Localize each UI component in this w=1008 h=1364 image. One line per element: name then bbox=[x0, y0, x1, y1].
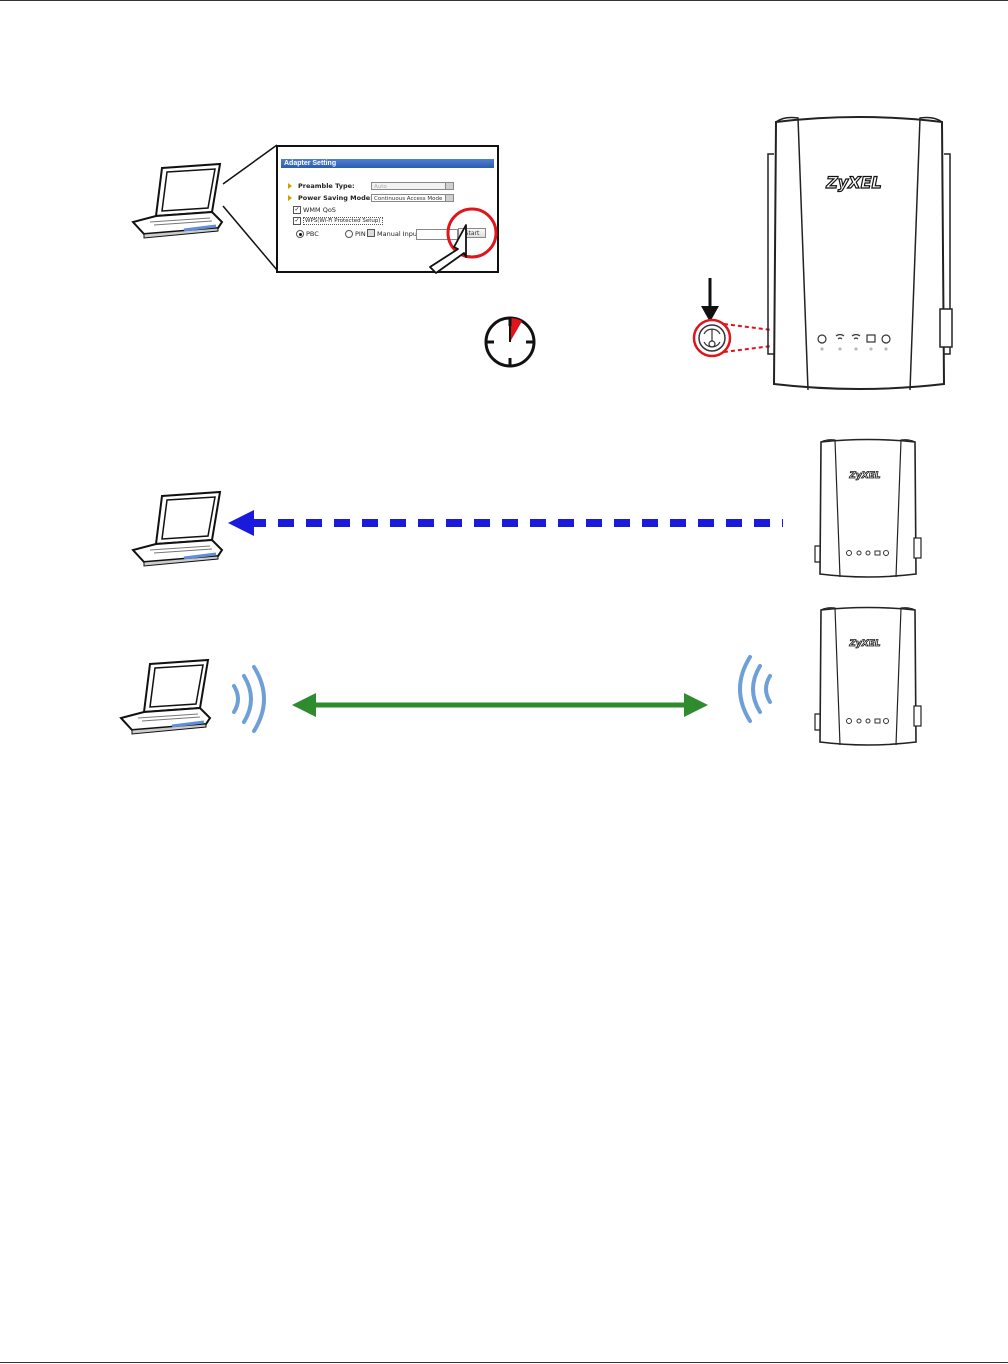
pin-label: PIN bbox=[355, 230, 366, 238]
manual-input-checkbox[interactable] bbox=[367, 229, 375, 237]
clock-icon bbox=[482, 314, 538, 370]
wireless-extender-icon[interactable]: ZyXEL bbox=[813, 606, 923, 750]
device-brand-small: ZyXEL bbox=[848, 471, 880, 481]
wmm-qos-label: WMM QoS bbox=[303, 206, 336, 214]
wifi-wave-icon bbox=[226, 664, 276, 734]
laptop-icon bbox=[118, 656, 213, 736]
pbc-label: PBC bbox=[306, 230, 319, 238]
link-arrow bbox=[290, 690, 710, 720]
dotted-arrow bbox=[228, 508, 788, 538]
bottom-rule bbox=[0, 1362, 1008, 1363]
dropdown-arrow-icon bbox=[445, 183, 453, 189]
wireless-extender-icon[interactable]: ZyXEL bbox=[813, 438, 923, 582]
device-brand-small: ZyXEL bbox=[848, 639, 880, 649]
panel-title: Adapter Setting bbox=[281, 159, 494, 168]
wps-label: WPS(Wi-Fi Protected Setup) bbox=[303, 217, 383, 225]
laptop-icon bbox=[130, 160, 225, 240]
wmm-qos-checkbox[interactable]: ✓ bbox=[293, 206, 301, 214]
preamble-select[interactable]: Auto bbox=[371, 182, 454, 190]
wps-checkbox[interactable]: ✓ bbox=[293, 217, 301, 225]
start-highlight bbox=[420, 195, 505, 275]
manual-input-label: Manual Input bbox=[377, 230, 420, 238]
top-rule bbox=[0, 0, 1008, 1]
power-saving-label: Power Saving Mode: bbox=[298, 194, 373, 202]
wifi-wave-icon bbox=[728, 654, 778, 724]
wireless-extender-icon[interactable]: ZyXEL bbox=[764, 114, 954, 399]
preamble-value: Auto bbox=[374, 184, 387, 190]
preamble-label: Preamble Type: bbox=[298, 182, 355, 190]
pbc-radio[interactable] bbox=[296, 230, 304, 238]
laptop-icon bbox=[130, 488, 225, 568]
bullet-icon bbox=[288, 195, 292, 201]
pin-radio[interactable] bbox=[345, 230, 353, 238]
device-brand-large: ZyXEL bbox=[825, 173, 882, 192]
zoom-lines bbox=[215, 140, 285, 275]
bullet-icon bbox=[288, 183, 292, 189]
